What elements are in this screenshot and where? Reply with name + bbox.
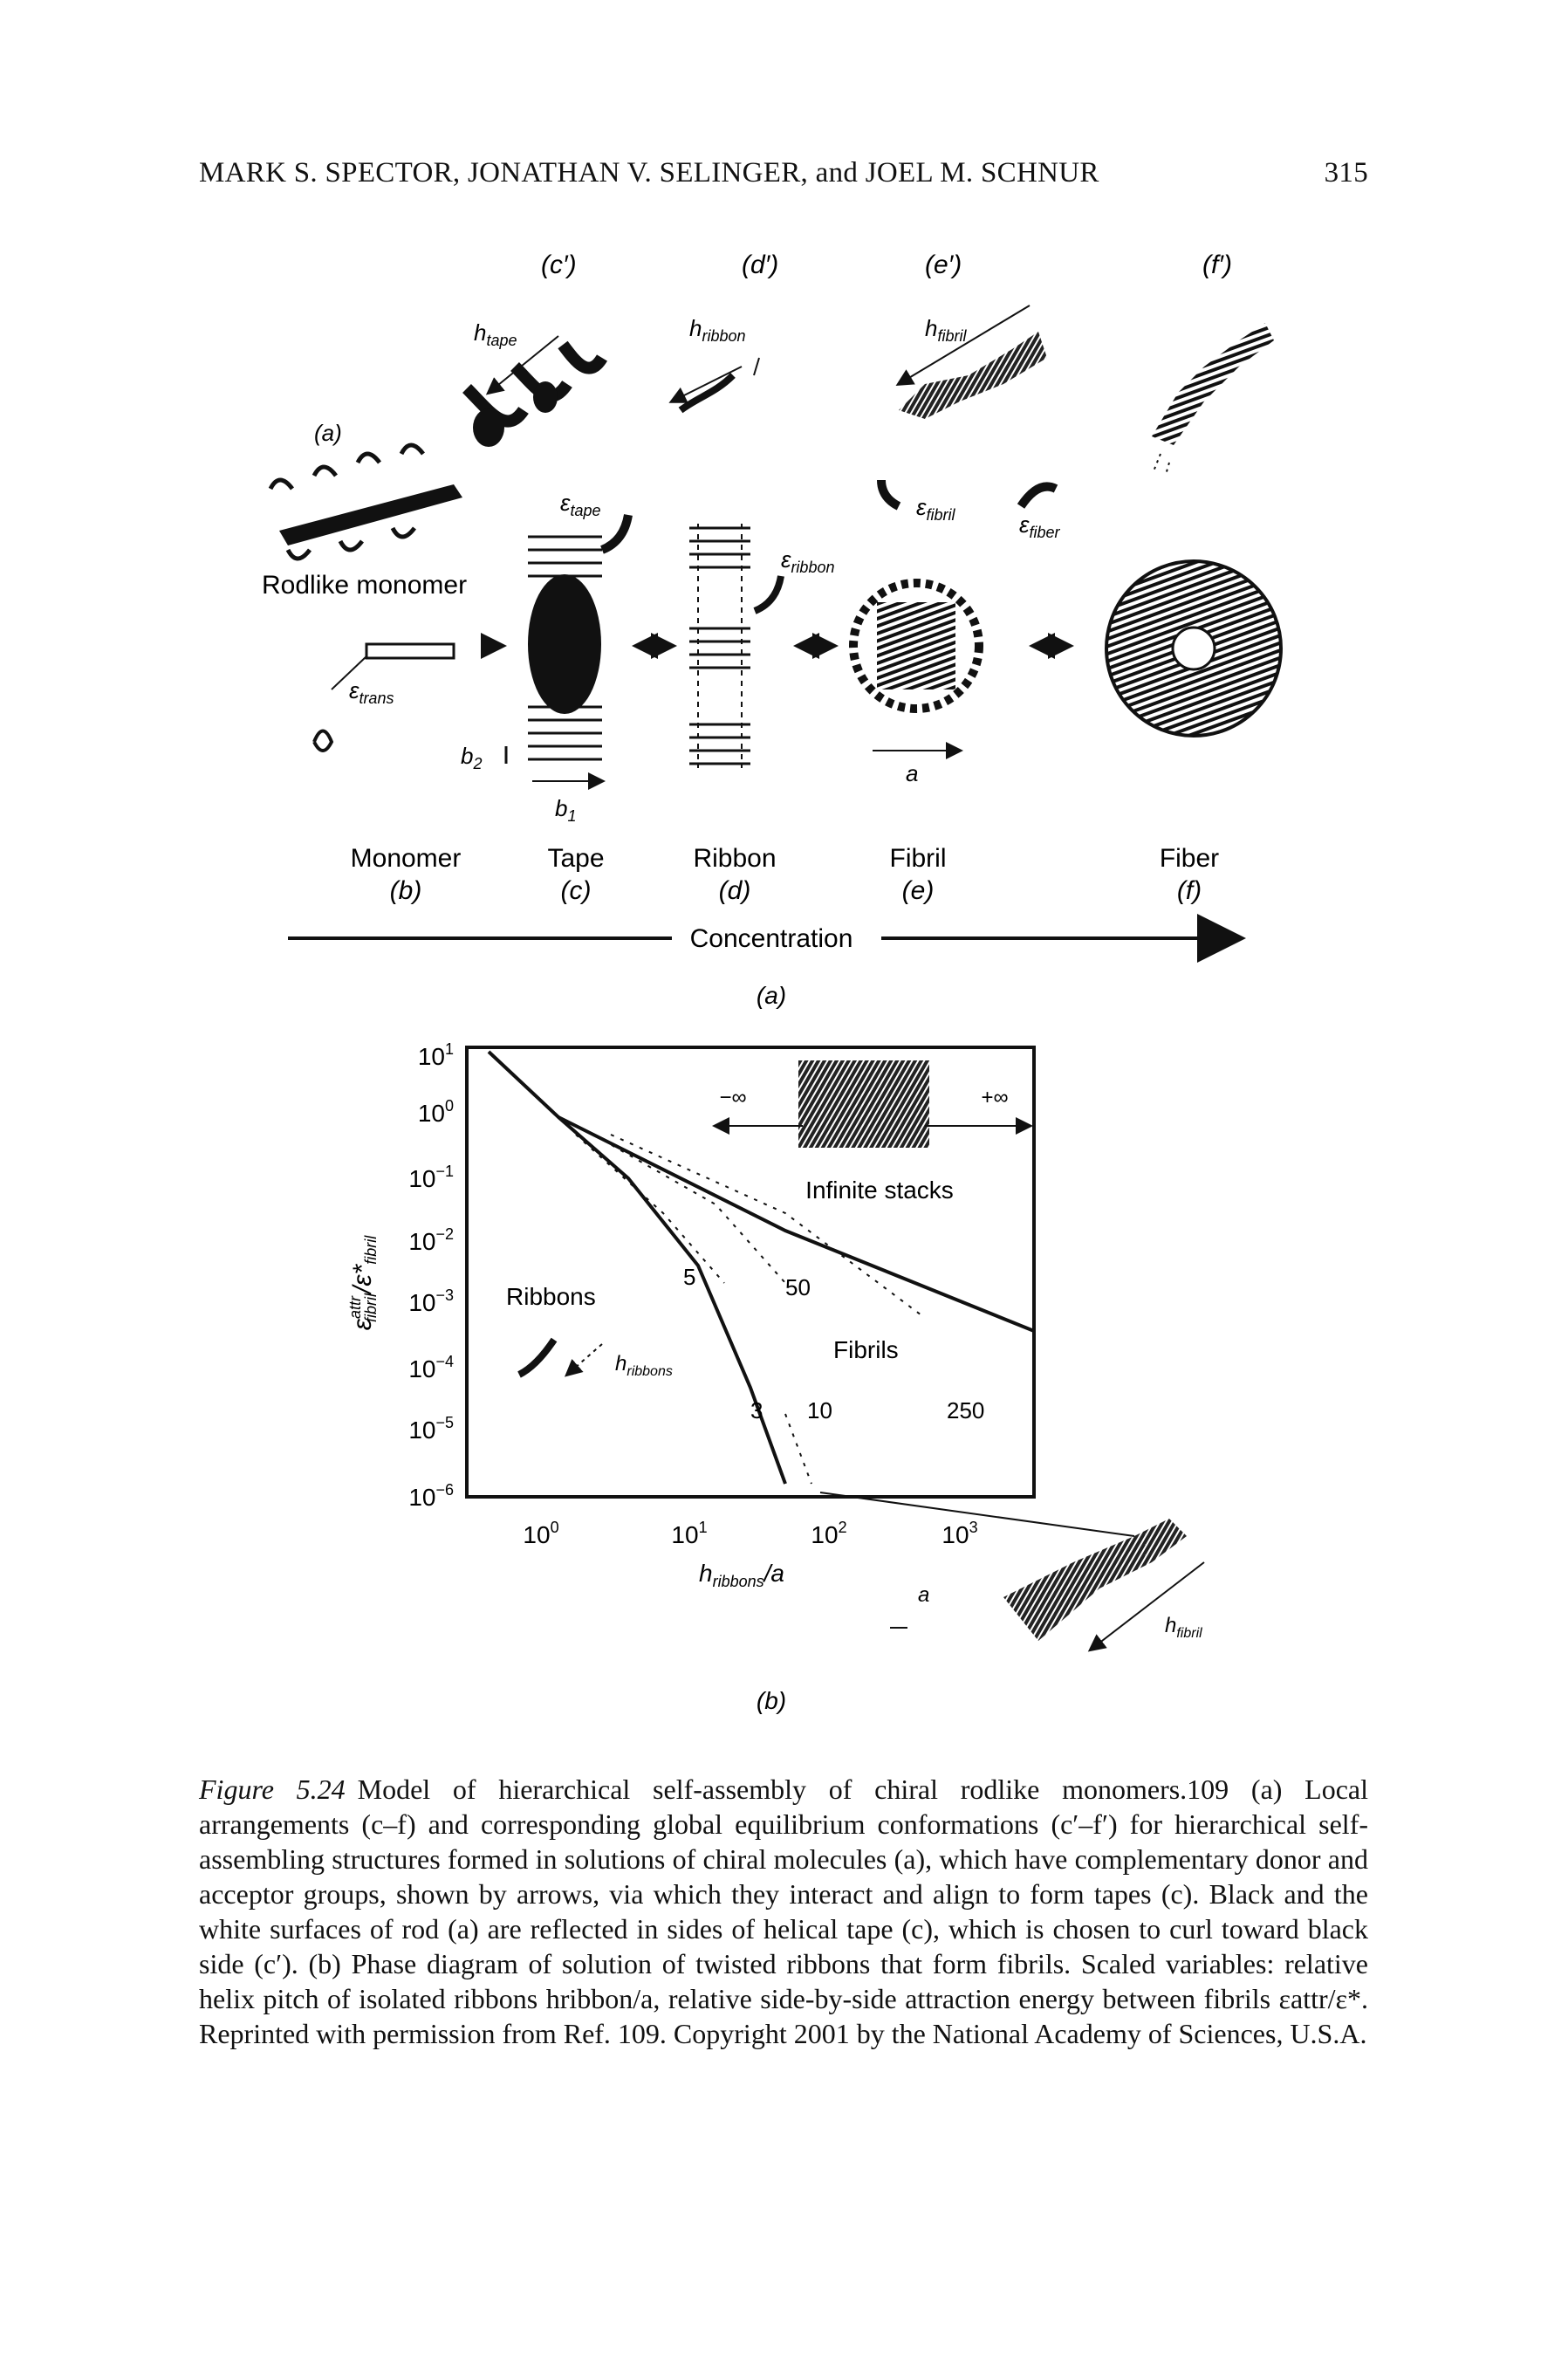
- fibril-inset-sketch: [819, 1492, 1205, 1652]
- number-5: 5: [683, 1264, 695, 1290]
- h-fibril-label: hfibril: [925, 315, 967, 345]
- stage-monomer-name: Monomer: [351, 844, 462, 873]
- fibril-pointer: [819, 1492, 1135, 1537]
- stage-ribbon-tag: (d): [719, 876, 751, 905]
- y-tick-3: 10−2: [408, 1225, 454, 1255]
- running-header: MARK S. SPECTOR, JONATHAN V. SELINGER, a…: [199, 157, 1368, 201]
- stage-fibril-name: Fibril: [890, 844, 947, 873]
- b2-label: b2: [461, 743, 482, 772]
- label-e-prime: (e′): [925, 250, 962, 279]
- header-authors: MARK S. SPECTOR, JONATHAN V. SELINGER, a…: [199, 157, 1099, 189]
- stage-labels: Monomer (b) Tape (c) Ribbon (d) Fibril (…: [351, 844, 1220, 905]
- stage-ribbon-name: Ribbon: [693, 844, 776, 873]
- a-dim-panel-a: a: [906, 760, 918, 786]
- stage-fibril-tag: (e): [902, 876, 935, 905]
- stage-tape-name: Tape: [547, 844, 604, 873]
- label-a-monomer: (a): [314, 420, 342, 446]
- infinite-stacks-boundary: [558, 1115, 1035, 1333]
- concentration-label: Concentration: [690, 924, 853, 953]
- page-number: 315: [1324, 157, 1368, 189]
- label-c-prime: (c′): [541, 250, 577, 279]
- number-250: 250: [947, 1397, 984, 1424]
- label-f-prime: (f′): [1202, 250, 1232, 279]
- stage-fiber-tag: (f): [1177, 876, 1202, 905]
- ribbon-stack-illustration: [689, 524, 784, 768]
- y-tick-7: 10−6: [408, 1481, 454, 1511]
- panel-b: 101 100 10−1 10−2 10−3 10−4 10−5 10−6 εa…: [346, 1040, 1205, 1714]
- fiber-helix-illustration: [1152, 323, 1274, 476]
- y-tick-4: 10−3: [408, 1286, 454, 1316]
- tape-stack-illustration: [528, 513, 633, 761]
- a-dim-panel-b: a: [918, 1583, 929, 1607]
- x-tick-1: 101: [671, 1519, 707, 1548]
- dashed-250: [610, 1134, 926, 1319]
- h-ribbons-label: hribbons: [615, 1352, 673, 1379]
- eps-fiber-label: εfiber: [1019, 511, 1060, 541]
- rodlike-monomer-illustration: [268, 442, 462, 561]
- fiber-cross-section: [1017, 482, 1283, 738]
- plus-infinity: +∞: [981, 1086, 1008, 1109]
- panel-b-caption: (b): [757, 1687, 786, 1714]
- eps-tape-label: εtape: [560, 490, 600, 519]
- b1-label: b1: [555, 795, 576, 825]
- panel-a-caption: (a): [757, 982, 786, 1009]
- phase-boundaries: [487, 1050, 1035, 1485]
- number-3: 3: [750, 1397, 763, 1424]
- y-tick-1: 100: [418, 1097, 454, 1127]
- region-infinite-stacks: Infinite stacks: [805, 1177, 954, 1204]
- region-fibrils: Fibrils: [833, 1336, 899, 1363]
- h-ribbon-label: hribbon: [689, 315, 746, 345]
- h-tape-label: htape: [474, 319, 517, 349]
- y-axis-label: εattrfibril/ε*fibril: [346, 1235, 380, 1330]
- y-tick-5: 10−4: [408, 1353, 454, 1382]
- dashed-50: [592, 1134, 786, 1284]
- trans-pointer: [331, 655, 367, 690]
- tape-helix-illustration: [462, 335, 607, 447]
- eps-fibril-label: εfibril: [916, 494, 955, 524]
- ribbon-inset-sketch: [517, 1337, 603, 1378]
- x-tick-0: 100: [523, 1519, 558, 1548]
- monomer-small: [312, 729, 334, 752]
- region-ribbons: Ribbons: [506, 1283, 596, 1310]
- monomer-caption: Rodlike monomer: [262, 571, 467, 600]
- infinite-stacks-inset: [712, 1060, 1033, 1148]
- stage-fiber-name: Fiber: [1160, 844, 1219, 873]
- minus-infinity: −∞: [719, 1086, 746, 1109]
- x-axis-label: hribbons/a: [699, 1560, 784, 1590]
- y-tick-2: 10−1: [408, 1163, 454, 1192]
- y-axis-ticks: 101 100 10−1 10−2 10−3 10−4 10−5 10−6: [408, 1040, 454, 1511]
- x-tick-3: 103: [941, 1519, 977, 1548]
- ribbons-fibrils-boundary: [487, 1050, 787, 1485]
- fibril-helix-illustration: [895, 305, 1047, 419]
- single-rod: [365, 642, 455, 660]
- caption-label: Figure 5.24: [199, 1773, 346, 1805]
- caption-text: Model of hierarchical self-assembly of c…: [199, 1773, 1368, 2049]
- stage-tape-tag: (c): [561, 876, 592, 905]
- eps-ribbon-label: εribbon: [781, 546, 834, 576]
- y-tick-0: 101: [418, 1040, 454, 1070]
- stage-monomer-tag: (b): [390, 876, 422, 905]
- y-tick-6: 10−5: [408, 1414, 454, 1444]
- h-fibril-b-label: hfibril: [1165, 1614, 1202, 1641]
- fibril-cross-section: [849, 479, 983, 759]
- x-axis-ticks: 100 101 102 103: [523, 1519, 977, 1548]
- number-50: 50: [785, 1274, 811, 1300]
- eps-trans-label: εtrans: [349, 677, 394, 707]
- x-tick-2: 102: [811, 1519, 846, 1548]
- dashed-10: [784, 1413, 812, 1485]
- panel-a: (c′) (d′) (e′) (f′) htape hribbon: [262, 250, 1283, 1009]
- label-d-prime: (d′): [742, 250, 778, 279]
- dashed-5: [575, 1134, 725, 1284]
- number-10: 10: [807, 1397, 832, 1424]
- phase-diagram-frame: [465, 1046, 1036, 1499]
- ribbon-helix-illustration: [668, 357, 760, 414]
